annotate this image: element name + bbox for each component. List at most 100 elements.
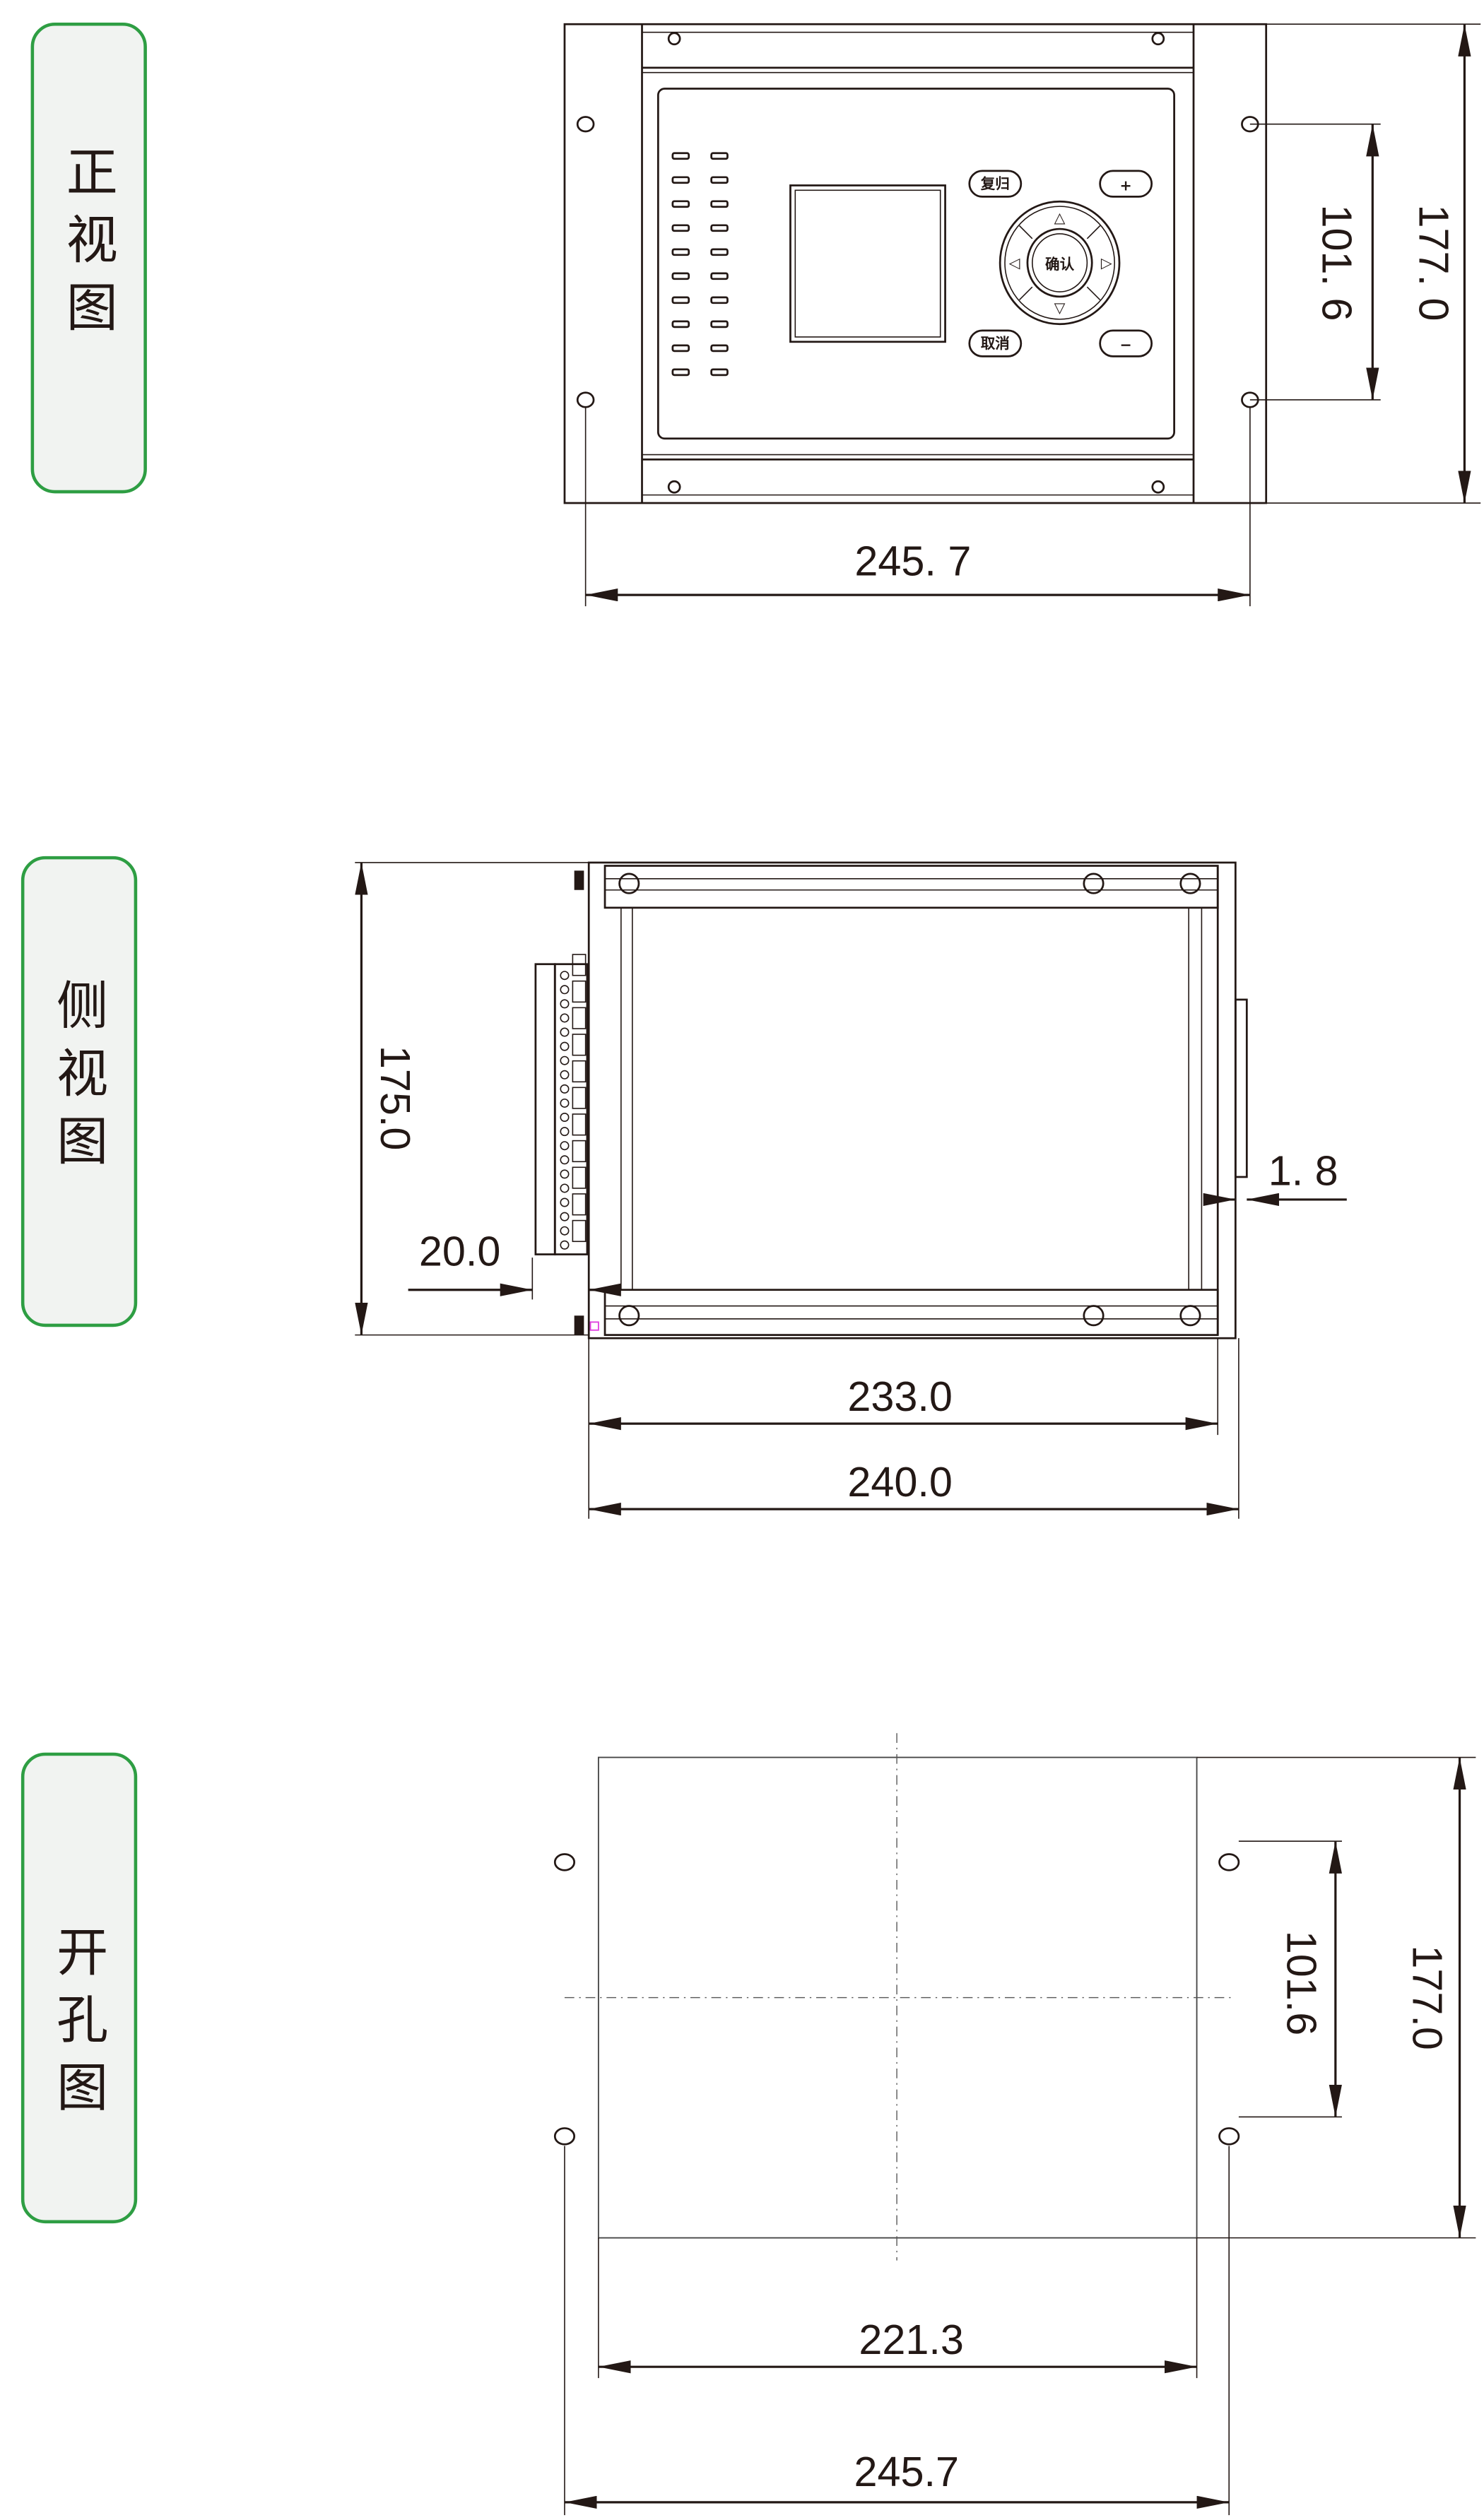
terminal-screw — [560, 1113, 570, 1123]
terminal-screw — [560, 999, 570, 1009]
front-panel — [656, 88, 1175, 440]
navigation-ring: △ ▽ ◁ ▷ 确认 — [999, 200, 1121, 326]
led-indicator — [710, 200, 729, 208]
svg-text:孔: 孔 — [57, 1991, 108, 2051]
label-cutout-view: 开 孔 图 — [20, 1752, 138, 2224]
led-indicator — [710, 320, 729, 329]
svg-text:+: + — [1120, 177, 1132, 194]
svg-text:233.0: 233.0 — [847, 1373, 952, 1420]
svg-text:图: 图 — [66, 278, 118, 338]
minus-button: − — [1099, 329, 1153, 357]
led-indicator — [671, 152, 690, 160]
svg-text:20.0: 20.0 — [419, 1227, 500, 1274]
terminal-clamp — [572, 1140, 587, 1163]
svg-text:视: 视 — [66, 211, 118, 271]
terminal-screw — [560, 1041, 570, 1051]
terminal-screw — [560, 985, 570, 995]
svg-text:177. 0: 177. 0 — [1411, 205, 1458, 321]
side-view: 175.0 20.0 1. 8 233.0 240.0 — [355, 861, 1347, 1519]
led-indicator — [710, 248, 729, 256]
svg-text:175.0: 175.0 — [372, 1046, 419, 1150]
led-indicators — [671, 152, 729, 377]
led-indicator — [671, 368, 690, 377]
terminal-clamp — [572, 1060, 587, 1083]
terminal-screw — [560, 1070, 570, 1079]
led-indicator — [671, 248, 690, 256]
svg-text:177.0: 177.0 — [1403, 1945, 1451, 2049]
terminal-clamp — [572, 1193, 587, 1216]
screw-icon — [618, 872, 1201, 1327]
terminal-screw — [560, 1240, 570, 1250]
terminal-screw — [560, 1027, 570, 1037]
led-indicator — [710, 344, 729, 353]
led-indicator — [710, 272, 729, 280]
arrow-left-icon: ◁ — [1009, 254, 1020, 271]
terminal-screw — [560, 1169, 570, 1179]
mounting-holes — [553, 1853, 1240, 2146]
cutout-rect — [597, 1756, 1198, 2239]
terminal-screw — [560, 971, 570, 981]
terminal-clamp — [572, 1087, 587, 1109]
svg-text:正: 正 — [66, 143, 118, 203]
terminal-screw — [560, 1055, 570, 1065]
svg-text:101. 6: 101. 6 — [1314, 205, 1361, 321]
terminal-screw — [560, 1155, 570, 1165]
terminal-screw — [560, 1197, 570, 1207]
svg-text:复归: 复归 — [980, 175, 1010, 192]
terminal-clamp — [572, 980, 587, 1003]
svg-text:240.0: 240.0 — [847, 1458, 952, 1506]
svg-text:开: 开 — [57, 1923, 108, 1983]
led-indicator — [710, 224, 729, 232]
terminal-clamp — [572, 1219, 587, 1243]
led-indicator — [671, 320, 690, 329]
confirm-button: 确认 — [1045, 256, 1075, 273]
terminal-screw — [560, 1212, 570, 1221]
terminal-clamp — [572, 1034, 587, 1056]
mounting-holes — [576, 116, 1259, 408]
terminal-screw — [560, 1127, 570, 1137]
svg-text:视: 视 — [57, 1044, 108, 1104]
led-indicator — [671, 272, 690, 280]
terminal-screw — [560, 1183, 570, 1193]
plus-button: + — [1099, 170, 1153, 198]
led-indicator — [671, 224, 690, 232]
reset-button: 复归 — [968, 170, 1023, 198]
led-indicator — [710, 296, 729, 304]
front-view: 复归 + 取消 − △ ▽ ◁ ▷ 确认 177. 0 101. 6 245. … — [563, 23, 1481, 607]
arrow-down-icon: ▽ — [1054, 300, 1066, 317]
label-side-view: 侧 视 图 — [20, 856, 138, 1327]
led-indicator — [671, 200, 690, 208]
svg-text:221.3: 221.3 — [859, 2316, 963, 2363]
terminal-screw — [560, 1226, 570, 1236]
terminal-clamp — [572, 1113, 587, 1136]
svg-text:−: − — [1120, 336, 1132, 353]
svg-text:侧: 侧 — [57, 976, 108, 1036]
terminal-screw — [560, 1013, 570, 1023]
led-indicator — [671, 176, 690, 184]
cutout-view: 177.0 101.6 221.3 245.7 — [553, 1733, 1476, 2516]
cancel-button: 取消 — [968, 329, 1023, 357]
svg-text:245. 7: 245. 7 — [854, 538, 971, 585]
terminal-screw — [560, 1084, 570, 1094]
led-indicator — [710, 176, 729, 184]
svg-text:101.6: 101.6 — [1278, 1931, 1325, 2035]
led-indicator — [710, 368, 729, 377]
svg-text:图: 图 — [57, 1112, 108, 1172]
label-front-view: 正 视 图 — [30, 22, 147, 494]
lcd-screen — [789, 184, 946, 343]
led-indicator — [671, 296, 690, 304]
led-indicator — [710, 152, 729, 160]
svg-text:245.7: 245.7 — [854, 2448, 959, 2495]
side-connector — [1234, 998, 1248, 1178]
svg-text:取消: 取消 — [981, 335, 1010, 352]
terminal-clamp — [572, 1007, 587, 1029]
svg-text:1. 8: 1. 8 — [1268, 1147, 1338, 1194]
svg-text:图: 图 — [57, 2058, 108, 2118]
terminal-clamp — [572, 1166, 587, 1189]
terminal-screw — [560, 1098, 570, 1108]
arrow-up-icon: △ — [1054, 209, 1066, 226]
arrow-right-icon: ▷ — [1101, 254, 1112, 271]
terminal-block — [534, 954, 589, 1255]
terminal-screw — [560, 1141, 570, 1151]
